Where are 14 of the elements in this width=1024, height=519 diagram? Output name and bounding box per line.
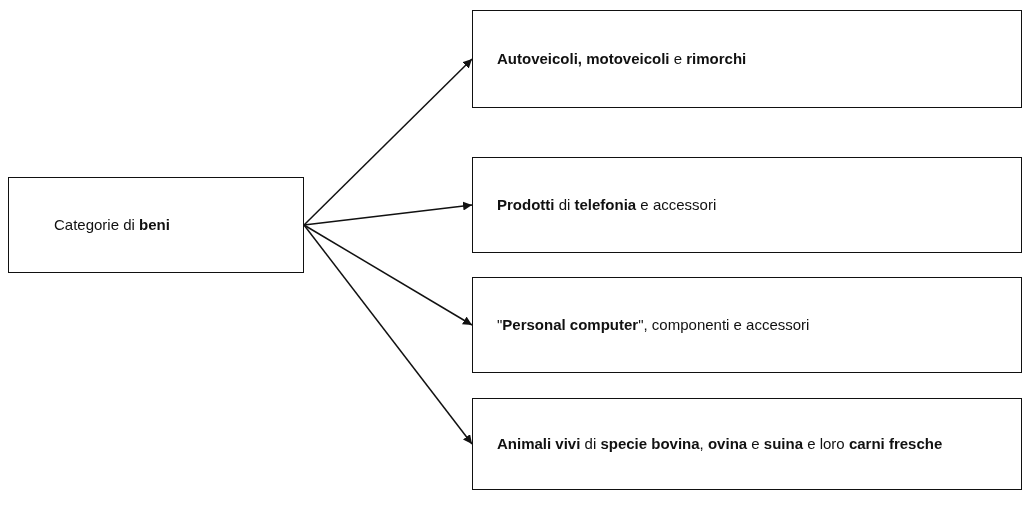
arrow <box>303 58 473 226</box>
category-box <box>8 177 304 273</box>
box-label: Categorie di beni <box>54 215 170 235</box>
box-label: Autoveicoli, motoveicoli e rimorchi <box>497 49 747 69</box>
box-label: Animali vivi di specie bovina, ovina e suina e loro carni fresche <box>497 434 943 454</box>
box-label: "Personal computer", componenti e accessori <box>497 315 810 335</box>
arrow <box>303 224 473 326</box>
category-box <box>472 277 1022 373</box>
arrow <box>303 201 473 226</box>
category-box <box>472 157 1022 253</box>
box-label: Prodotti di telefonia e accessori <box>497 195 717 215</box>
arrow <box>303 224 473 445</box>
category-box <box>472 10 1022 108</box>
category-box <box>472 398 1022 490</box>
